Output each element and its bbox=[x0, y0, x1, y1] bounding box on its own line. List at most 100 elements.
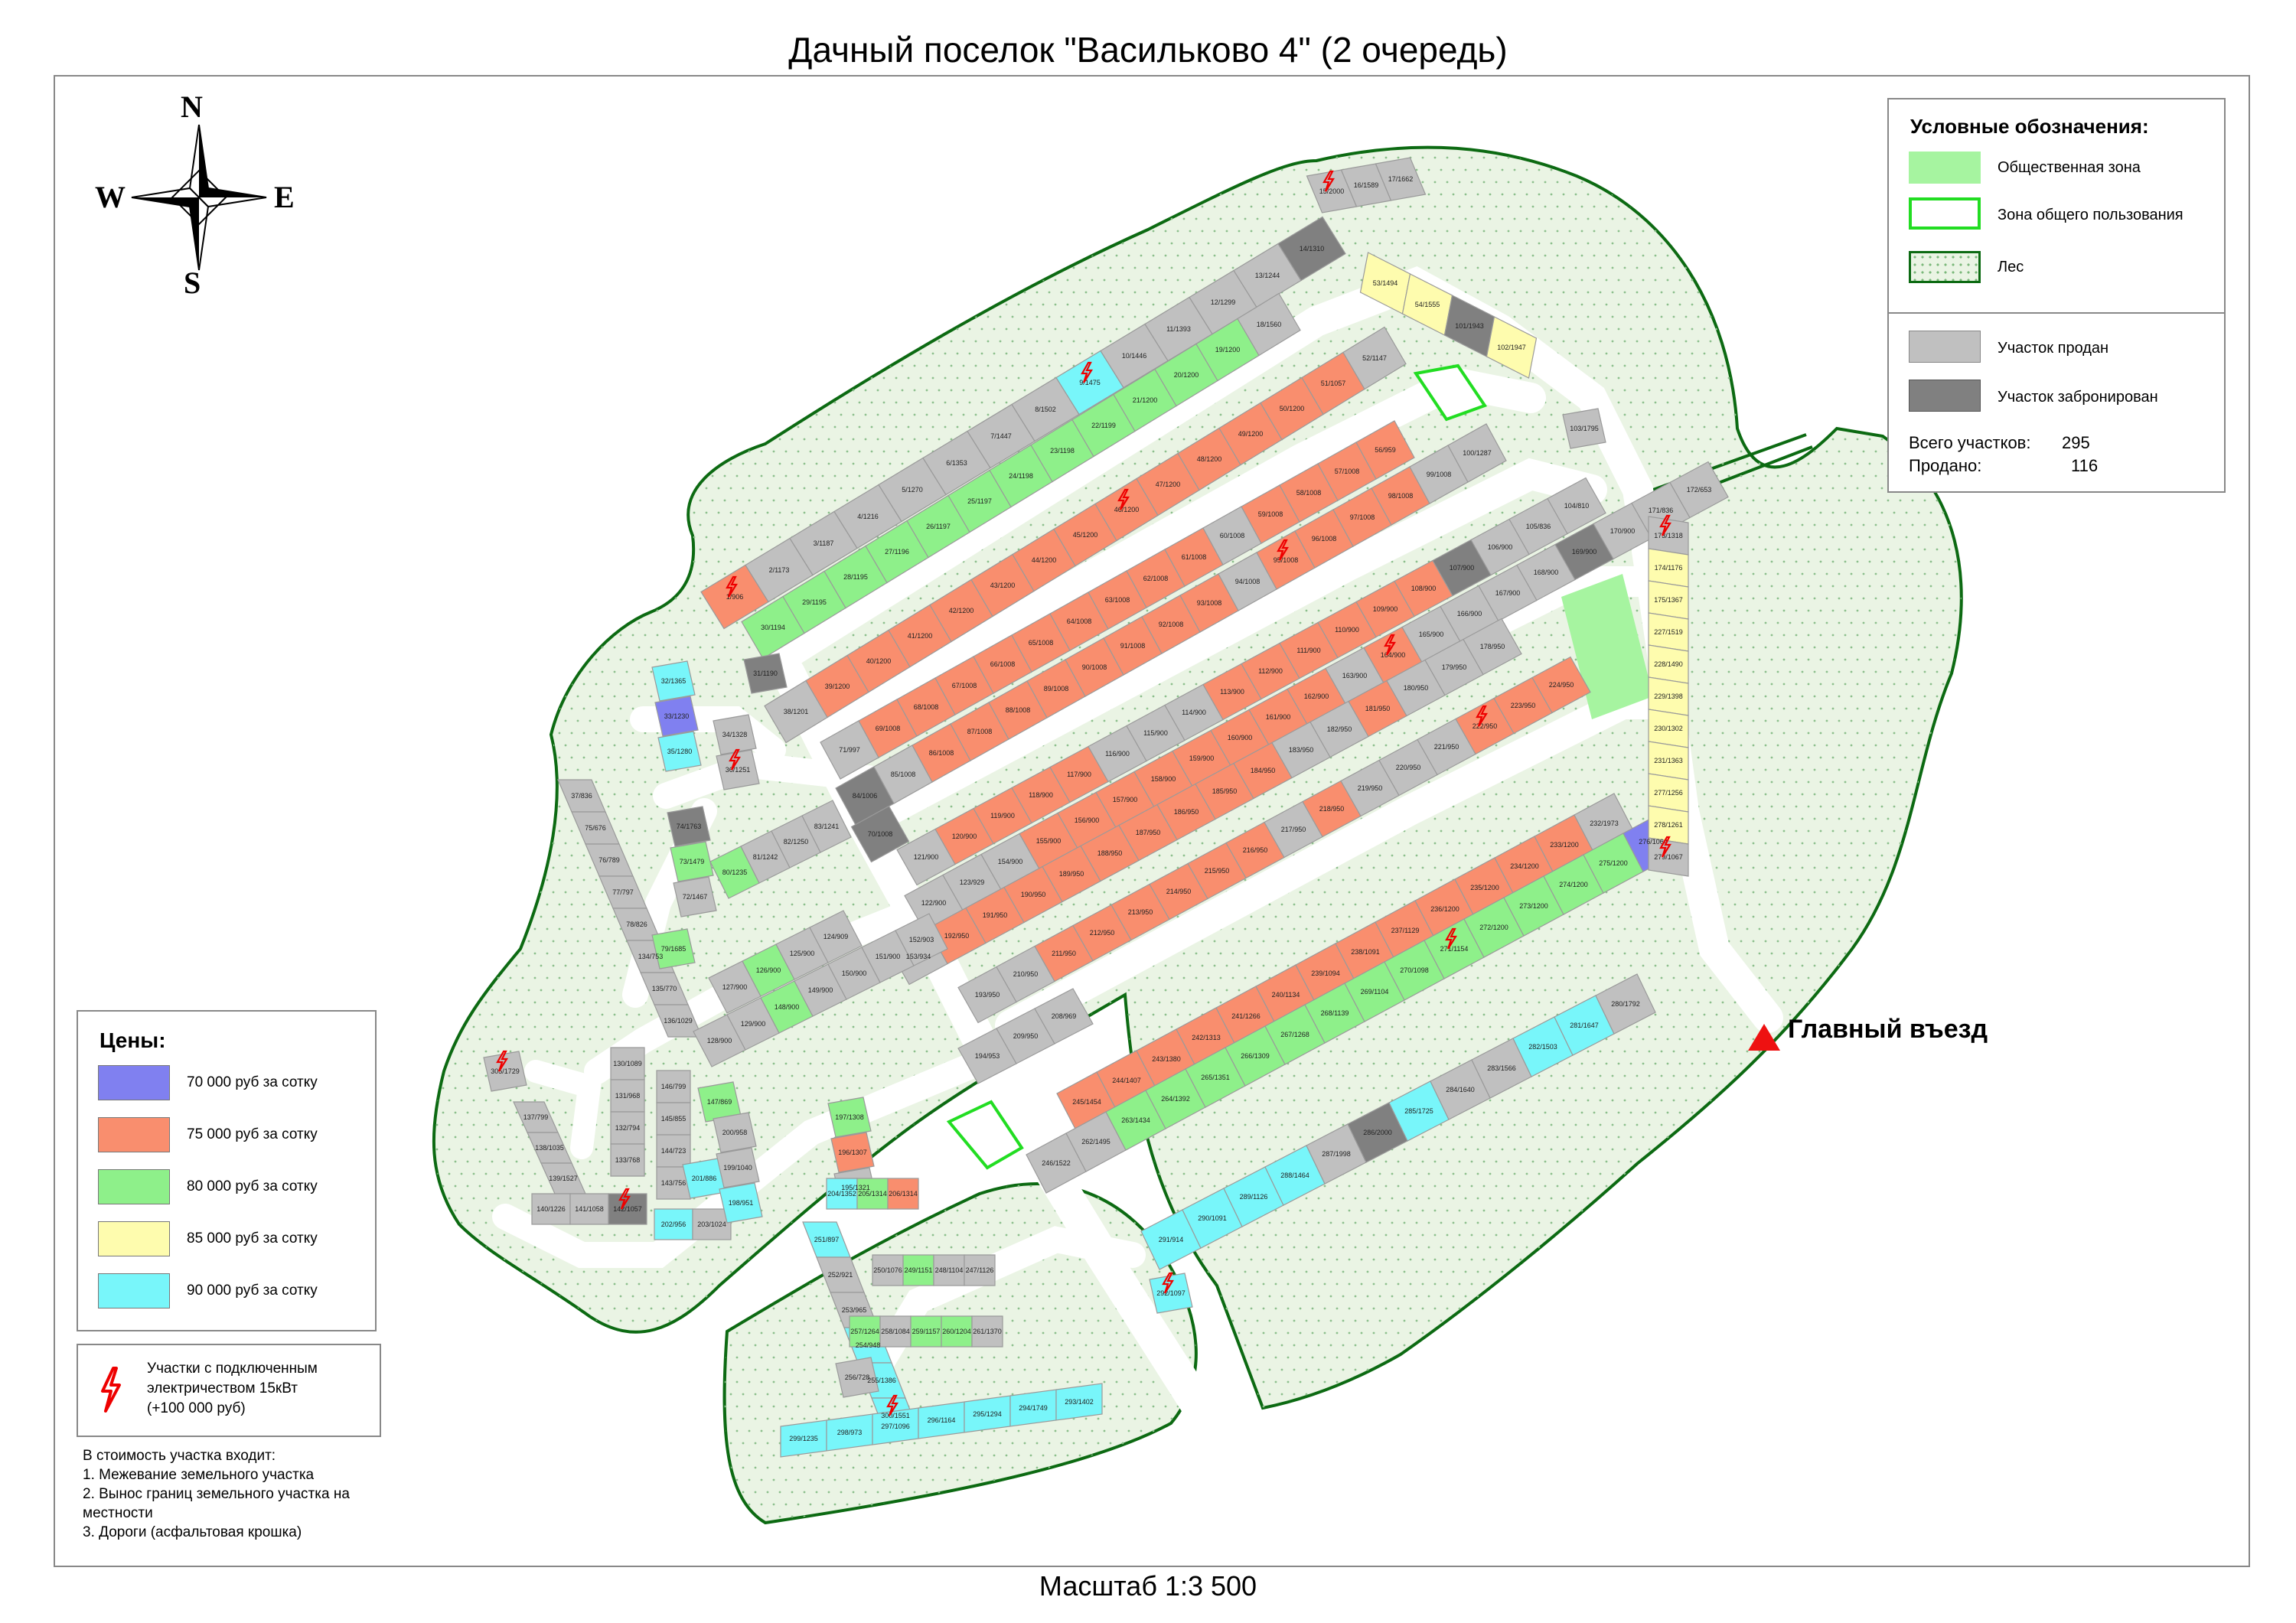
plot-279[interactable] bbox=[1648, 837, 1689, 877]
plot-36[interactable] bbox=[716, 749, 760, 790]
plot-203[interactable] bbox=[692, 1208, 732, 1240]
plot-74[interactable] bbox=[667, 806, 711, 847]
plot-label: 236/1200 bbox=[1430, 905, 1459, 913]
plot-label: 287/1998 bbox=[1322, 1150, 1351, 1158]
plot-label: 239/1094 bbox=[1311, 970, 1340, 977]
plot-label: 270/1098 bbox=[1400, 966, 1429, 974]
common-use-zones bbox=[946, 363, 1488, 1170]
plot-14[interactable] bbox=[1277, 216, 1346, 282]
plot-label: 179/950 bbox=[1442, 663, 1467, 671]
plot-label: 300/1551 bbox=[881, 1412, 910, 1419]
plot-247[interactable] bbox=[964, 1254, 996, 1286]
plot-label: 25/1197 bbox=[967, 497, 992, 505]
plot-83[interactable] bbox=[801, 800, 852, 853]
plot-305[interactable] bbox=[483, 1051, 527, 1092]
plot-206[interactable] bbox=[887, 1178, 919, 1210]
plot-label: 152/903 bbox=[909, 936, 934, 943]
plot-label: 128/900 bbox=[707, 1037, 732, 1045]
plot-label: 11/1393 bbox=[1166, 325, 1191, 333]
plot-label: 39/1200 bbox=[825, 683, 850, 690]
plot-18[interactable] bbox=[1237, 292, 1301, 357]
plot-label: 100/1287 bbox=[1463, 449, 1492, 457]
public-zone-label: Общественная зона bbox=[1998, 159, 2141, 176]
plot-34[interactable] bbox=[713, 714, 757, 755]
plot-124[interactable] bbox=[809, 910, 863, 963]
plot-label: 240/1134 bbox=[1272, 991, 1300, 999]
plot-label: 84/1006 bbox=[853, 792, 878, 800]
price-label: 70 000 руб за сотку bbox=[187, 1074, 318, 1090]
plot-label: 86/1008 bbox=[929, 749, 954, 757]
plot-143[interactable] bbox=[656, 1166, 691, 1200]
plot-200[interactable] bbox=[713, 1112, 757, 1153]
plot-label: 148/900 bbox=[775, 1003, 800, 1011]
plot-33[interactable] bbox=[654, 696, 699, 737]
plot-label: 18/1560 bbox=[1257, 321, 1282, 328]
plot-79[interactable] bbox=[651, 928, 696, 970]
plot-label: 273/1200 bbox=[1519, 902, 1548, 910]
plot-label: 262/1495 bbox=[1081, 1138, 1110, 1146]
main-entrance-label: Главный въезд bbox=[1788, 1015, 1988, 1044]
plot-102[interactable] bbox=[1486, 316, 1538, 379]
plot-label: 8/1502 bbox=[1035, 406, 1056, 413]
plot-142[interactable] bbox=[608, 1193, 647, 1225]
plot-label: 163/900 bbox=[1342, 672, 1368, 680]
plot-label: 186/950 bbox=[1174, 808, 1199, 816]
plot-label: 131/968 bbox=[615, 1092, 641, 1100]
plot-199[interactable] bbox=[716, 1147, 760, 1188]
plot-56[interactable] bbox=[1355, 420, 1415, 480]
plot-label: 265/1351 bbox=[1201, 1074, 1230, 1081]
plot-103[interactable] bbox=[1562, 408, 1606, 449]
plot-104[interactable] bbox=[1547, 477, 1606, 535]
plot-35[interactable] bbox=[657, 731, 702, 772]
plot-label: 248/1104 bbox=[935, 1266, 964, 1274]
plot-label: 147/869 bbox=[707, 1098, 732, 1106]
plot-label: 91/1008 bbox=[1120, 642, 1146, 650]
lightning-bolt-icon bbox=[1445, 927, 1457, 950]
plot-208[interactable] bbox=[1034, 988, 1094, 1045]
plot-label: 115/900 bbox=[1143, 729, 1168, 737]
plot-261[interactable] bbox=[971, 1315, 1003, 1348]
plot-178[interactable] bbox=[1463, 618, 1522, 676]
plot-198[interactable] bbox=[719, 1182, 763, 1224]
plot-label: 112/900 bbox=[1258, 667, 1283, 675]
plot-100[interactable] bbox=[1447, 423, 1507, 483]
plot-label: 15/2000 bbox=[1319, 187, 1345, 195]
plot-292[interactable] bbox=[1149, 1273, 1193, 1314]
reserved-label: Участок забронирован bbox=[1998, 389, 2158, 406]
plot-17[interactable] bbox=[1375, 157, 1427, 201]
plot-152[interactable] bbox=[895, 913, 948, 966]
plot-label: 212/950 bbox=[1090, 929, 1115, 937]
plot-label: 126/900 bbox=[756, 966, 781, 974]
plot-label: 197/1308 bbox=[835, 1113, 864, 1121]
plot-280[interactable] bbox=[1595, 973, 1656, 1035]
plot-72[interactable] bbox=[673, 876, 717, 917]
plot-172[interactable] bbox=[1669, 461, 1729, 519]
plot-133[interactable] bbox=[610, 1143, 645, 1177]
plot-label: 48/1200 bbox=[1197, 455, 1222, 463]
plot-197[interactable] bbox=[827, 1097, 872, 1138]
plot-293[interactable] bbox=[1055, 1383, 1103, 1421]
plot-224[interactable] bbox=[1531, 656, 1591, 714]
plot-label: 94/1008 bbox=[1235, 578, 1261, 585]
plot-label: 289/1126 bbox=[1240, 1193, 1268, 1201]
total-plots-value: 295 bbox=[2062, 433, 2090, 452]
plot-70[interactable] bbox=[850, 805, 910, 863]
plot-label: 263/1434 bbox=[1121, 1116, 1150, 1124]
plot-52[interactable] bbox=[1342, 326, 1407, 390]
plot-label: 274/1200 bbox=[1559, 881, 1588, 888]
compass-s: S bbox=[184, 266, 201, 300]
plot-196[interactable] bbox=[830, 1132, 875, 1173]
legend-title: Условные обозначения: bbox=[1910, 115, 2149, 138]
plot-32[interactable] bbox=[651, 660, 696, 702]
plot-label: 268/1139 bbox=[1321, 1009, 1349, 1017]
plot-label: 130/1089 bbox=[613, 1060, 642, 1067]
plot-label: 66/1008 bbox=[990, 660, 1016, 668]
plot-label: 65/1008 bbox=[1029, 639, 1054, 647]
plot-label: 161/900 bbox=[1266, 713, 1291, 721]
sales-legend: Участок продан Участок забронирован Всег… bbox=[1887, 312, 2226, 493]
plot-label: 209/950 bbox=[1013, 1032, 1039, 1040]
electricity-text-1: Участки с подключенным bbox=[147, 1361, 318, 1377]
plot-256[interactable] bbox=[835, 1357, 879, 1398]
plot-31[interactable] bbox=[743, 653, 788, 694]
plot-73[interactable] bbox=[670, 841, 714, 882]
